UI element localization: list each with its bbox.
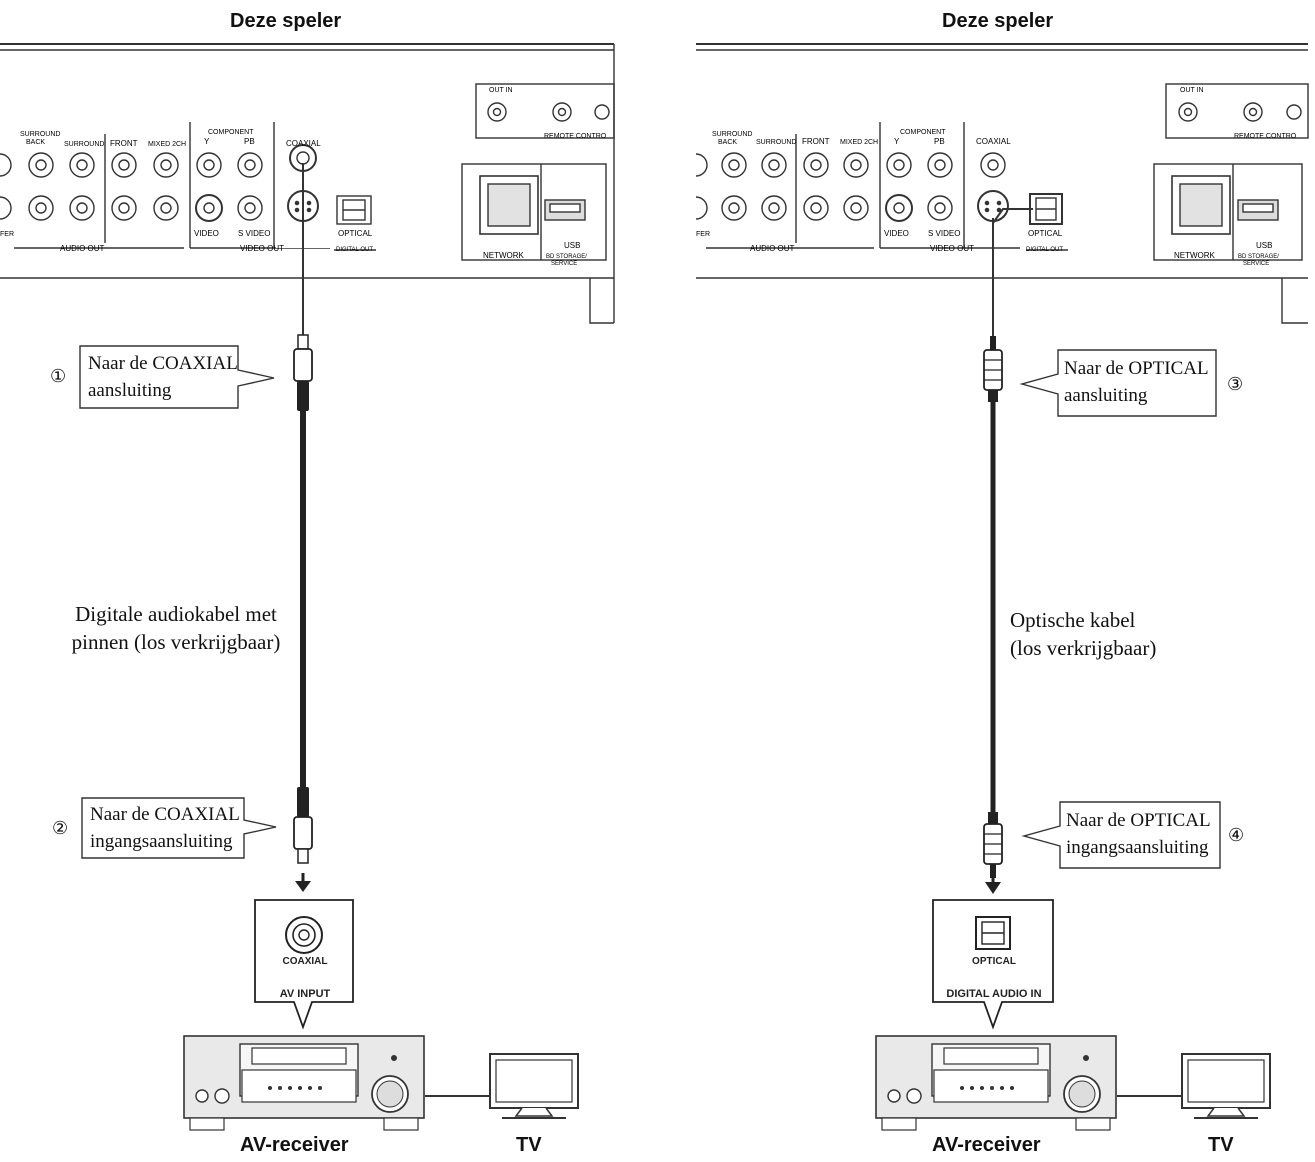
svg-text:FER: FER (696, 231, 710, 238)
svg-text:USB: USB (564, 241, 580, 250)
receiver-tv-link-left (425, 1095, 491, 1097)
cable-label-left: Digitale audiokabel met pinnen (los verk… (56, 600, 296, 656)
av-receiver-label-left: AV-receiver (240, 1134, 349, 1156)
svg-text:Y: Y (894, 137, 900, 146)
callout-4-line1: Naar de OPTICAL (1066, 810, 1211, 831)
svg-text:REMOTE CONTRO: REMOTE CONTRO (544, 133, 607, 140)
svg-text:USB: USB (1256, 241, 1272, 250)
svg-text:SURROUND: SURROUND (64, 141, 104, 148)
svg-text:VIDEO OUT: VIDEO OUT (930, 244, 974, 253)
cable-label-right: Optische kabel (los verkrijgbaar) (1010, 606, 1156, 662)
svg-text:COMPONENT: COMPONENT (900, 129, 946, 136)
av-input-label: AV INPUT (279, 988, 331, 1000)
tv-label-right: TV (1208, 1134, 1234, 1156)
svg-text:NETWORK: NETWORK (483, 251, 525, 260)
callout-4-line2: ingangsaansluiting (1066, 837, 1209, 858)
svg-text:OUT IN: OUT IN (489, 87, 513, 94)
svg-text:FER: FER (0, 231, 14, 238)
tv-left (489, 1053, 579, 1119)
svg-text:MIXED 2CH: MIXED 2CH (840, 139, 878, 146)
svg-text:S VIDEO: S VIDEO (238, 229, 270, 238)
av-receiver-label-right: AV-receiver (932, 1134, 1041, 1156)
callout-2-line2: ingangsaansluiting (90, 831, 233, 852)
svg-text:Y: Y (204, 137, 210, 146)
svg-text:NETWORK: NETWORK (1174, 251, 1216, 260)
cable-label-right-line1: Optische kabel (1010, 608, 1136, 632)
svg-text:BD STORAGE/: BD STORAGE/ (546, 254, 587, 260)
svg-text:BD STORAGE/: BD STORAGE/ (1238, 254, 1279, 260)
callout-1-text: Naar de COAXIAL aansluiting (88, 350, 238, 404)
coaxial-cable-left (293, 163, 313, 892)
callout-number-2: ② (52, 818, 69, 838)
callout-1-line1: Naar de COAXIAL (88, 353, 238, 374)
cable-label-right-line2: (los verkrijgbaar) (1010, 636, 1157, 660)
callout-2-line1: Naar de COAXIAL (90, 804, 240, 825)
svg-text:SURROUND: SURROUND (756, 139, 796, 146)
svg-text:COAXIAL: COAXIAL (976, 137, 1011, 146)
svg-text:PB: PB (934, 137, 945, 146)
av-receiver-left (183, 1035, 425, 1131)
callout-1-line2: aansluiting (88, 380, 172, 401)
callout-box-2 (81, 797, 277, 859)
svg-text:MIXED 2CH: MIXED 2CH (148, 141, 186, 148)
player-title-right: Deze speler (942, 10, 1054, 32)
callout-number-4: ④ (1228, 825, 1245, 845)
callout-3-text: Naar de OPTICAL aansluiting (1064, 355, 1209, 409)
tv-label-left: TV (516, 1134, 542, 1156)
callout-3-line1: Naar de OPTICAL (1064, 358, 1209, 379)
tv-right (1181, 1053, 1271, 1119)
svg-text:COMPONENT: COMPONENT (208, 129, 254, 136)
av-input-box-left (254, 899, 354, 1030)
callout-4-text: Naar de OPTICAL ingangsaansluiting (1066, 807, 1211, 861)
cable-label-left-line2: pinnen (los verkrijgbaar) (71, 630, 281, 654)
svg-text:VIDEO OUT: VIDEO OUT (240, 244, 284, 253)
digital-audio-in-label: DIGITAL AUDIO IN (946, 988, 1042, 1000)
callout-3-line2: aansluiting (1064, 385, 1148, 406)
svg-text:DIGITAL OUT: DIGITAL OUT (336, 247, 373, 253)
callout-box-4 (1021, 801, 1221, 869)
svg-text:BACK: BACK (26, 139, 45, 146)
callout-box-1 (79, 345, 275, 409)
svg-text:VIDEO: VIDEO (194, 229, 219, 238)
svg-text:FRONT: FRONT (802, 137, 830, 146)
svg-text:REMOTE CONTRO: REMOTE CONTRO (1234, 133, 1297, 140)
svg-text:SERVICE: SERVICE (1243, 261, 1269, 267)
player-title-left: Deze speler (230, 10, 342, 32)
callout-number-3: ③ (1227, 374, 1244, 394)
svg-text:S VIDEO: S VIDEO (928, 229, 960, 238)
svg-text:PB: PB (244, 137, 255, 146)
optical-cable-right (983, 218, 1003, 894)
optical-jack-label: OPTICAL (972, 956, 1016, 967)
callout-number-1: ① (50, 366, 67, 386)
svg-text:OPTICAL: OPTICAL (1028, 229, 1063, 238)
svg-text:SERVICE: SERVICE (551, 261, 577, 267)
svg-text:BACK: BACK (718, 139, 737, 146)
receiver-tv-link-right (1117, 1095, 1183, 1097)
svg-text:SURROUND: SURROUND (20, 131, 60, 138)
svg-text:VIDEO: VIDEO (884, 229, 909, 238)
svg-text:OUT IN: OUT IN (1180, 87, 1204, 94)
svg-text:OPTICAL: OPTICAL (338, 229, 373, 238)
digital-audio-in-box-right (932, 899, 1054, 1030)
svg-text:FRONT: FRONT (110, 139, 138, 148)
svg-text:COAXIAL: COAXIAL (286, 139, 321, 148)
callout-2-text: Naar de COAXIAL ingangsaansluiting (90, 801, 240, 855)
svg-text:DIGITAL OUT: DIGITAL OUT (1026, 247, 1063, 253)
coaxial-jack-label: COAXIAL (282, 956, 328, 967)
cable-label-left-line1: Digitale audiokabel met (75, 602, 277, 626)
av-receiver-right (875, 1035, 1117, 1131)
svg-text:SURROUND: SURROUND (712, 131, 752, 138)
callout-box-3 (1019, 349, 1217, 417)
svg-text:AUDIO OUT: AUDIO OUT (750, 244, 795, 253)
svg-text:AUDIO OUT: AUDIO OUT (60, 244, 105, 253)
